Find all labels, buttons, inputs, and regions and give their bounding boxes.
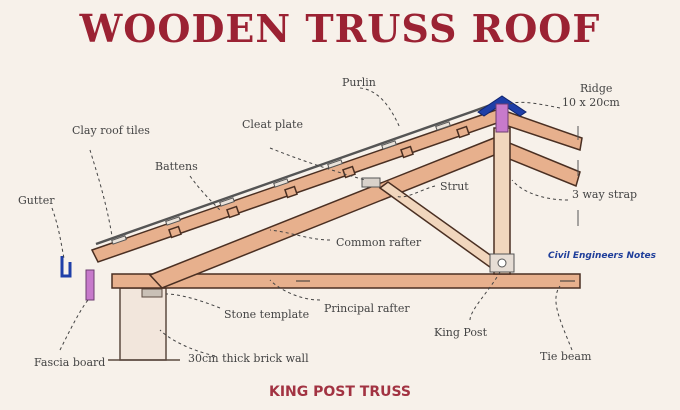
common-rafter-right (501, 108, 583, 151)
watermark: Civil Engineers Notes (548, 251, 657, 261)
label-cleat-plate: Cleat plate (242, 118, 303, 131)
cleat-plate (361, 177, 381, 188)
principal-rafter-right (501, 138, 581, 188)
label-purlin: Purlin (342, 76, 376, 89)
strut (378, 181, 502, 272)
ridge (495, 103, 509, 133)
tie-beam (111, 273, 581, 289)
gutter (60, 256, 72, 278)
label-fascia-board: Fascia board (34, 356, 105, 369)
label-common-rafter: Common rafter (336, 236, 422, 249)
label-ridge: Ridge (580, 82, 612, 95)
label-clay-roof-tiles: Clay roof tiles (72, 124, 150, 137)
label-tie-beam: Tie beam (540, 350, 592, 363)
leader-lines (51, 87, 573, 357)
label-principal-rafter: Principal rafter (324, 302, 410, 315)
king-post (493, 127, 511, 275)
stone-template (141, 288, 163, 298)
label-strap: 3 way strap (572, 188, 637, 201)
diagram-subtitle: KING POST TRUSS (268, 384, 412, 400)
brick-wall (119, 287, 167, 361)
label-battens: Battens (155, 160, 198, 173)
clay-roof-tiles (95, 101, 497, 246)
fascia-board (85, 269, 95, 301)
label-gutter: Gutter (18, 194, 55, 207)
diagram-title: WOODEN TRUSS ROOF (79, 6, 601, 51)
ridge-cap (477, 95, 527, 117)
label-strut: Strut (440, 180, 469, 193)
label-king-post: King Post (434, 326, 488, 339)
label-stone-template: Stone template (224, 308, 309, 321)
common-rafter (90, 109, 501, 263)
label-ridge-size: 10 x 20cm (562, 96, 620, 109)
label-brick-wall: 30cm thick brick wall (188, 352, 309, 365)
